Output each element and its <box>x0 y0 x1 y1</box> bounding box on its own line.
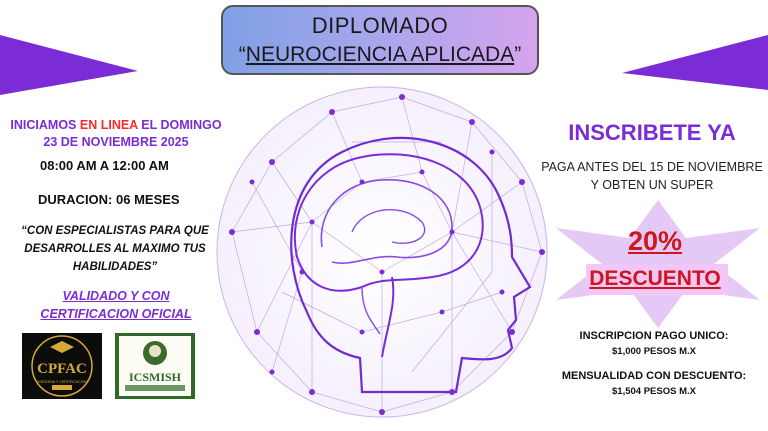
discount-percent: 20% <box>627 226 683 256</box>
start-date: 23 DE NOVIEMBRE 2025 <box>43 135 189 149</box>
start-suffix: EL DOMINGO <box>141 118 222 132</box>
close-quote: ” <box>514 43 522 66</box>
cpfac-logo: CPFAC ASESORIA Y CERTIFICACION <box>22 333 102 399</box>
cpfac-logo-text: CPFAC <box>37 361 87 377</box>
icsmish-logo: ICSMISH <box>115 333 195 399</box>
brain-network-illustration <box>216 86 548 418</box>
icsmish-logo-text: ICSMISH <box>129 370 182 384</box>
discount-label-highlight <box>586 264 728 295</box>
title-line-course-name: “NEUROCIENCIA APLICADA” <box>223 43 537 67</box>
start-prefix: INICIAMOS <box>10 118 77 132</box>
title-banner: DIPLOMADO “NEUROCIENCIA APLICADA” <box>221 5 539 75</box>
monthly-payment-value: $1,504 PESOS M.X <box>612 386 696 397</box>
title-line-diplomado: DIPLOMADO <box>311 13 449 38</box>
early-payment-line2: Y OBTEN UN SUPER <box>590 178 714 192</box>
start-online-highlight: EN LINEA <box>79 118 138 132</box>
early-payment-line1: PAGA ANTES DEL 15 DE NOVIEMBRE <box>541 160 763 174</box>
single-payment-value: $1,000 PESOS M.X <box>612 346 696 357</box>
monthly-payment-label: MENSUALIDAD CON DESCUENTO: <box>561 370 747 382</box>
cpfac-logo-subtext: ASESORIA Y CERTIFICACION <box>37 380 88 384</box>
course-duration: DURACION: 06 MESES <box>38 192 180 207</box>
signup-headline: INSCRIBETE YA <box>568 120 736 145</box>
schedule-time: 08:00 AM A 12:00 AM <box>40 158 169 173</box>
start-info: INICIAMOS EN LINEA EL DOMINGO 23 DE NOVI… <box>8 117 224 151</box>
left-triangle-decoration <box>0 35 138 95</box>
specialists-quote: “CON ESPECIALISTAS PARA QUE DESARROLLES … <box>21 225 209 273</box>
official-certification-link[interactable]: VALIDADO Y CON CERTIFICACION OFICIAL <box>40 289 192 321</box>
right-triangle-decoration <box>622 35 768 90</box>
discount-label: DESCUENTO <box>589 267 721 290</box>
course-name: NEUROCIENCIA APLICADA <box>245 43 515 66</box>
open-quote: “ <box>238 43 246 66</box>
single-payment-label: INSCRIPCION PAGO UNICO: <box>579 330 729 342</box>
early-payment-note: PAGA ANTES DEL 15 DE NOVIEMBRE Y OBTEN U… <box>540 158 764 194</box>
